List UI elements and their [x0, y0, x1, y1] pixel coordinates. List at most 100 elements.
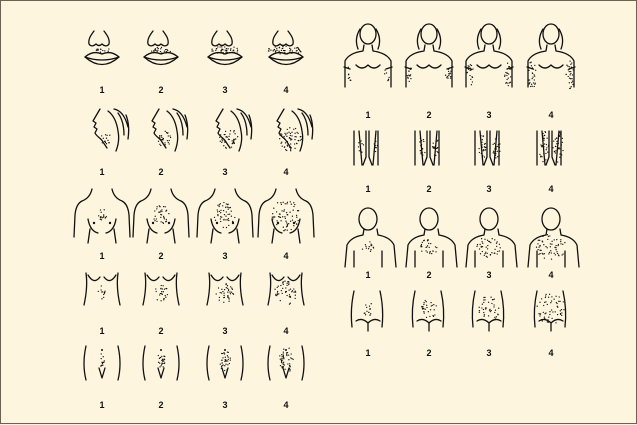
hair-mark [223, 210, 224, 211]
hair-mark [536, 247, 537, 248]
hair-mark [564, 242, 565, 243]
head-outline [421, 24, 437, 44]
hair-mark [369, 305, 370, 306]
hair-mark [535, 70, 536, 71]
hair-mark [423, 304, 424, 305]
hair-mark [528, 66, 529, 67]
hair-mark [287, 281, 288, 282]
hair-mark [286, 355, 287, 356]
hair-mark [290, 150, 291, 151]
hair-mark [408, 71, 409, 72]
hair-mark [478, 148, 479, 149]
hair-mark [485, 308, 486, 309]
hair-mark [272, 50, 273, 51]
hair-mark [485, 147, 486, 148]
hair-mark [479, 312, 480, 313]
hair-mark [225, 363, 226, 364]
hair-mark [559, 132, 560, 133]
hair-mark [272, 218, 273, 219]
hair-mark [226, 203, 227, 204]
hair-mark [366, 307, 367, 308]
hair-mark [532, 78, 533, 79]
hair-mark [161, 364, 162, 365]
hair-mark [104, 50, 105, 51]
hair-mark [409, 81, 410, 82]
hair-mark [497, 156, 498, 157]
hair-mark [280, 143, 281, 144]
hair-mark [288, 354, 289, 355]
hair-mark [426, 307, 427, 308]
hair-mark [217, 52, 218, 53]
hair-mark [408, 75, 409, 76]
hair-mark [221, 292, 222, 293]
hair-mark [431, 305, 432, 306]
hair-mark [100, 365, 101, 366]
hair-mark [160, 300, 161, 301]
hair-mark [229, 291, 230, 292]
hair-mark [497, 313, 498, 314]
hair-mark [471, 84, 472, 85]
hair-mark [225, 131, 226, 132]
hair-mark [499, 250, 500, 251]
hair-mark [222, 353, 223, 354]
hair-mark [228, 220, 229, 221]
hair-mark [499, 244, 500, 245]
hair-mark [276, 295, 277, 296]
hair-mark [222, 291, 223, 292]
score-label: 1 [99, 85, 104, 95]
hair-mark [436, 141, 437, 142]
hair-mark [230, 357, 231, 358]
row-chest: 1234 [74, 189, 314, 261]
hair-mark [282, 145, 283, 146]
hair-mark [288, 132, 289, 133]
hair-mark [556, 137, 557, 138]
hair-mark [232, 140, 233, 141]
hair-mark [468, 65, 469, 66]
hair-mark [563, 301, 564, 302]
hair-mark [286, 352, 287, 353]
hair-mark [430, 251, 431, 252]
hair-mark [529, 62, 530, 63]
hair-mark [496, 243, 497, 244]
hair-mark [283, 227, 284, 228]
hair-mark [288, 284, 289, 285]
hair-mark [170, 51, 171, 52]
hair-mark [370, 313, 371, 314]
hair-mark [288, 289, 289, 290]
hair-mark [528, 83, 529, 84]
hair-mark [505, 83, 506, 84]
hair-mark [488, 315, 489, 316]
hair-mark [542, 241, 543, 242]
hair-mark [569, 71, 570, 72]
hair-mark [545, 295, 546, 296]
hair-mark [554, 239, 555, 240]
hair-mark [222, 357, 223, 358]
score-label: 2 [158, 326, 163, 336]
hair-mark [572, 74, 573, 75]
head-outline [360, 24, 376, 44]
navel [224, 349, 226, 351]
upper-abdomen-figure-grade-3 [207, 273, 243, 305]
hair-mark [226, 283, 227, 284]
hair-mark [162, 294, 163, 295]
hair-mark [237, 136, 238, 137]
hair-mark [284, 52, 285, 53]
hair-mark [434, 309, 435, 310]
hair-mark [101, 212, 102, 213]
hair-mark [364, 313, 365, 314]
hair-mark [233, 294, 234, 295]
hair-mark [276, 211, 277, 212]
hair-mark [481, 153, 482, 154]
thigh-figure-grade-4 [537, 131, 564, 165]
score-label: 4 [283, 326, 288, 336]
hair-mark [429, 247, 430, 248]
hair-mark [498, 138, 499, 139]
hair-mark [436, 305, 437, 306]
hair-mark [161, 360, 162, 361]
hair-mark [101, 285, 102, 286]
hair-mark [426, 301, 427, 302]
hair-mark [105, 217, 106, 218]
hair-mark [100, 209, 101, 210]
hair-mark [410, 69, 411, 70]
hair-mark [543, 153, 544, 154]
